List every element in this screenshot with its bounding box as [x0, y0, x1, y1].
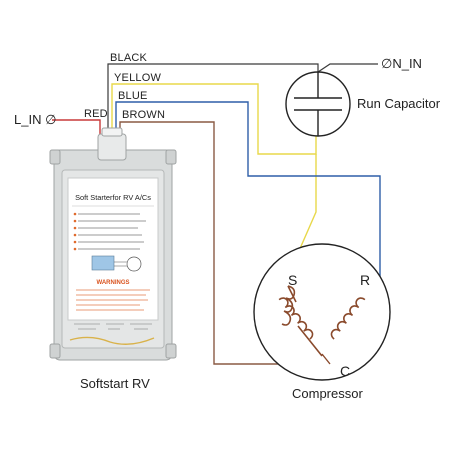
line-in-label: L_IN ∅ [14, 112, 56, 127]
neutral-wire [317, 63, 378, 73]
black-wire-label: BLACK [110, 52, 148, 64]
common-lead [321, 353, 331, 365]
black-wire [107, 63, 319, 150]
terminal-c-label: C [340, 363, 350, 379]
terminal-r-label: R [360, 272, 370, 288]
run-capacitor [285, 71, 351, 137]
compressor [253, 243, 391, 381]
brown-wire-label: BROWN [122, 109, 165, 121]
softstart-device: Soft Starterfor RV A/Cs WARNINGS [49, 127, 177, 361]
panel-title: Soft Starterfor RV A/Cs [75, 193, 151, 202]
run-coil [330, 297, 366, 340]
softstart-label: Softstart RV [80, 376, 150, 391]
run-capacitor-label: Run Capacitor [357, 96, 441, 111]
warning-lines [76, 289, 150, 311]
yellow-wire-label: YELLOW [114, 72, 161, 84]
yellow-wire [111, 83, 317, 155]
red-wire [52, 119, 101, 150]
spec-bullets [78, 213, 146, 250]
blue-wire [115, 101, 381, 280]
compressor-body [253, 243, 391, 381]
compressor-label: Compressor [292, 386, 363, 401]
cable-gland [97, 133, 127, 161]
start-winding [281, 285, 323, 357]
red-wire-label: RED [84, 108, 108, 120]
terminal-s-label: S [288, 272, 297, 288]
neutral-in-label: ∅N_IN [381, 56, 422, 71]
mini-schematic [91, 255, 115, 271]
start-coil [278, 297, 314, 340]
warnings-label: WARNINGS [97, 280, 130, 286]
blue-wire-label: BLUE [118, 90, 148, 102]
